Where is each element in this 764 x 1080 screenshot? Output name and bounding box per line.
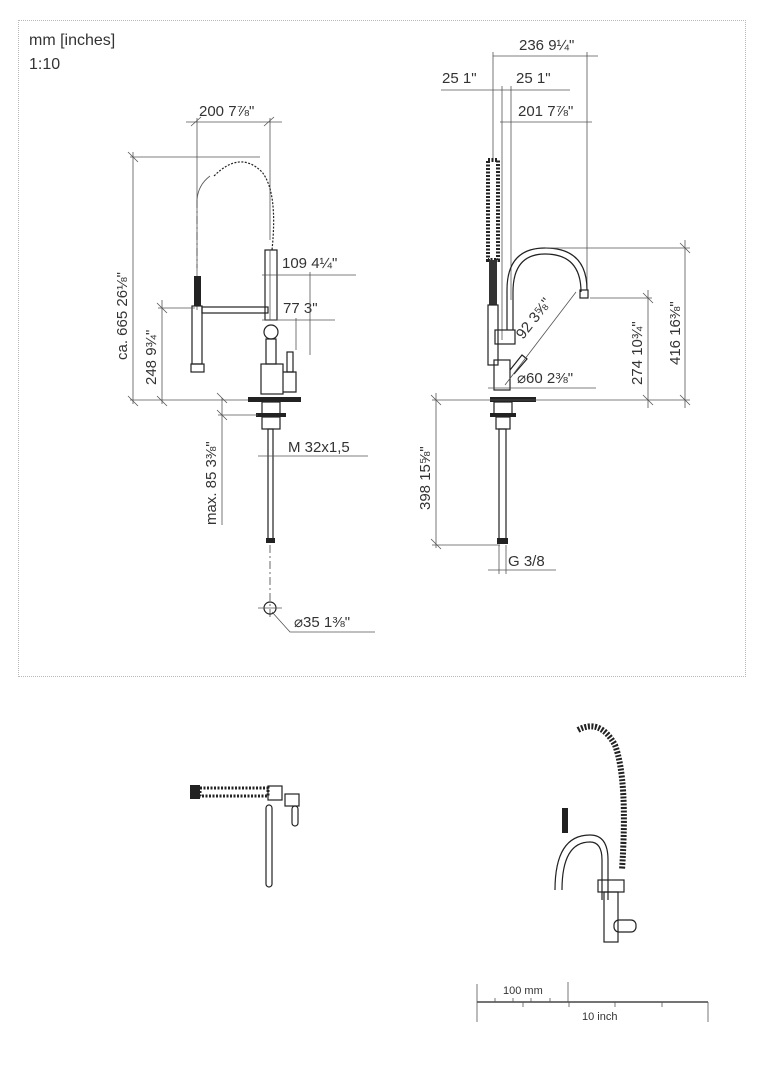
dim-overall-width: 236 9¼" [519, 37, 574, 54]
scale-bar: 100 mm 10 inch [476, 982, 709, 1023]
dim-spout-height: 416 16⅜" [667, 301, 684, 365]
dim-base-diameter: ⌀60 2⅜" [517, 370, 573, 387]
dim-outlet-height: 274 10¾" [629, 321, 646, 385]
scale-imperial-label: 10 inch [582, 1011, 617, 1023]
dim-tail-length: 398 15⅝" [417, 446, 434, 510]
dim-lever-length: 92 3⅝" [513, 295, 555, 343]
front-view: 200 7⅞" ca. 665 26⅛" [114, 103, 375, 633]
scale-label: 1:10 [29, 56, 61, 73]
dim-max-deck: max. 85 3⅜" [203, 441, 220, 525]
dim-handle-offset: 77 3" [283, 300, 318, 317]
units-label: mm [inches] [29, 32, 116, 49]
dim-thread: M 32x1,5 [288, 439, 350, 456]
dim-body-reach: 109 4¼" [282, 255, 337, 272]
dim-hole-diameter: ⌀35 1⅜" [294, 614, 350, 631]
scale-metric-label: 100 mm [503, 985, 543, 997]
dim-connection: G 3/8 [508, 553, 545, 570]
top-view [190, 785, 300, 888]
dim-spout-reach: 200 7⅞" [199, 103, 254, 120]
dim-hose-offset-1: 25 1" [442, 70, 477, 87]
dim-total-height: ca. 665 26⅛" [114, 272, 131, 360]
dim-hose-offset-2: 25 1" [516, 70, 551, 87]
drawing-frame [18, 20, 746, 677]
side-view: 236 9¼" 25 1" 25 1" 201 7⅞" 92 3⅝" ⌀60 2… [417, 37, 691, 574]
isometric-view [554, 723, 637, 943]
dim-spray-height: 248 9¾" [143, 330, 160, 385]
dim-spout-reach-side: 201 7⅞" [518, 103, 573, 120]
